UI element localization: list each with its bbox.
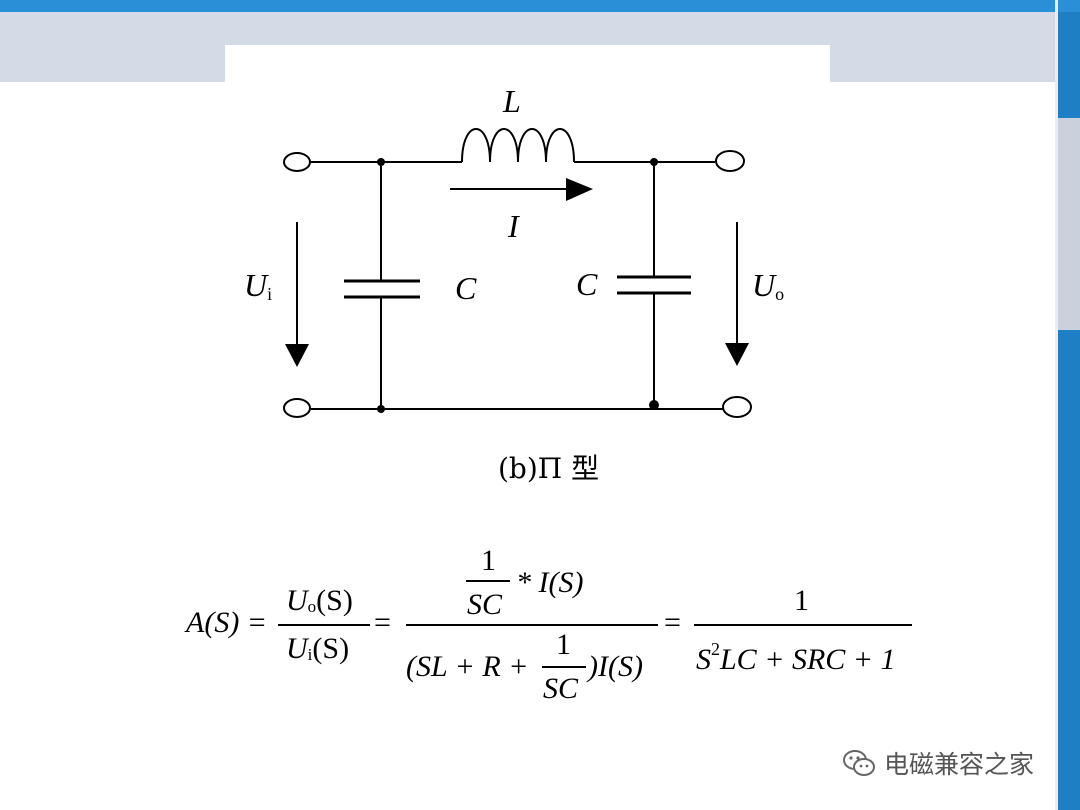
title-area — [225, 45, 830, 85]
frac3-bar — [694, 624, 912, 626]
input-voltage-sub: i — [267, 284, 272, 304]
frac1-numerator: Uo(S) — [286, 584, 353, 617]
terminal-in-top — [283, 152, 311, 172]
frac2-num-one: 1 — [481, 544, 496, 577]
frac2-den-sc: SC — [543, 672, 579, 705]
wechat-icon — [843, 750, 875, 776]
junction-top-right — [650, 158, 658, 166]
output-voltage-sub: o — [775, 284, 784, 304]
input-voltage-label: Ui — [244, 267, 272, 304]
junction-bottom-left — [377, 405, 385, 413]
inductor — [461, 128, 575, 163]
terminal-out-bottom — [722, 396, 752, 418]
frac1-denominator: Ui(S) — [286, 632, 350, 665]
diagram-caption: (b)Π 型 — [498, 452, 599, 485]
output-voltage-label: Uo — [752, 267, 784, 304]
frac3-denominator: S2LC + SRC + 1 — [696, 639, 896, 676]
cap-right-label: C — [576, 266, 598, 302]
junction-bottom-right — [649, 400, 659, 410]
side-panel — [1058, 118, 1080, 330]
current-arrow-head — [566, 178, 593, 201]
frac2-num-tail: * I(S) — [516, 566, 584, 599]
frac1-bar — [278, 624, 370, 626]
frac2-den-inner-bar — [542, 666, 586, 668]
inductor-label: L — [502, 83, 521, 119]
frac3-numerator: 1 — [794, 584, 809, 617]
junction-top-left — [377, 158, 385, 166]
cap-left-label: C — [455, 270, 477, 306]
terminal-in-bottom — [283, 398, 311, 418]
frac2-den-head: (SL + R + — [406, 650, 529, 683]
equals-2: = — [664, 606, 681, 639]
frac2-num-sc: SC — [467, 588, 503, 621]
frac2-den-one: 1 — [556, 628, 571, 661]
transfer-function: A(S) = Uo(S) Ui(S) = 1 SC * I(S) (SL + R… — [170, 540, 930, 710]
watermark: 电磁兼容之家 — [842, 745, 1034, 781]
right-frame-strip — [1055, 0, 1058, 810]
ui-arrow-head — [285, 344, 309, 367]
watermark-text: 电磁兼容之家 — [884, 750, 1035, 779]
frac2-bar — [406, 624, 658, 626]
current-label: I — [507, 208, 520, 244]
slide-canvas — [0, 82, 1055, 810]
frac2-num-inner-bar — [466, 580, 510, 582]
equals-1: = — [374, 606, 391, 639]
terminal-out-top — [715, 150, 745, 172]
top-frame-band — [0, 0, 1080, 12]
formula-lhs: A(S) = — [186, 606, 268, 639]
frac2-den-tail: )I(S) — [588, 650, 643, 683]
uo-arrow-head — [725, 343, 749, 366]
